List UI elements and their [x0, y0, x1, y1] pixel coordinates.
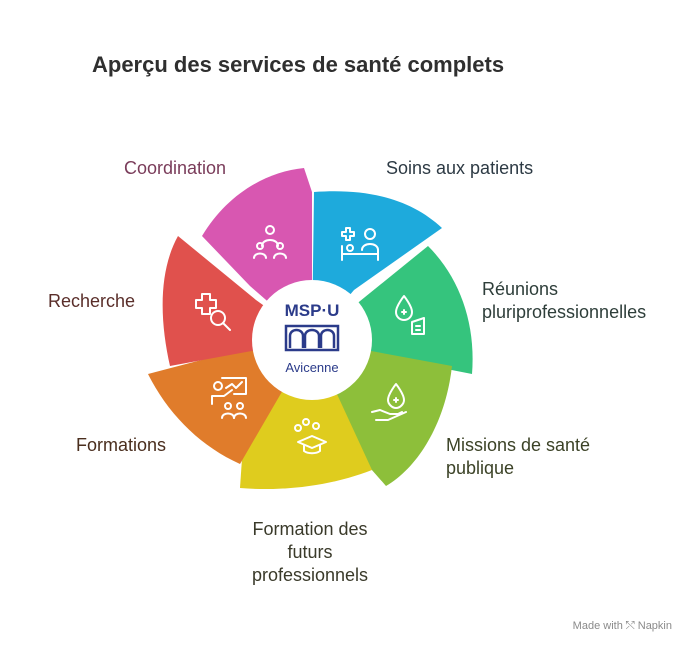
graduation-cap-icon	[294, 418, 327, 455]
logo-text-top: MSP·U	[285, 301, 340, 320]
label-coordination: Coordination	[124, 158, 227, 178]
label-missions: Missions de santé publique	[446, 434, 646, 480]
care-hand-icon	[371, 383, 407, 421]
teacher-board-icon	[211, 377, 247, 419]
center-circle	[252, 280, 372, 400]
segment-soins[interactable]	[312, 191, 442, 340]
label-recherche: Recherche	[48, 291, 136, 311]
label-reunions: Réunions pluriprofessionnelles	[482, 278, 682, 324]
logo-text-bottom: Avicenne	[285, 360, 338, 375]
label-formations: Formations	[76, 435, 167, 455]
label-line: publique	[446, 458, 515, 478]
label-line: Réunions	[482, 279, 559, 299]
logo-arches-icon	[284, 324, 340, 352]
label-soins-aux-patients: Soins aux patients	[386, 158, 534, 178]
medical-search-icon	[195, 293, 231, 331]
napkin-logo-icon: ⤲	[625, 620, 635, 632]
label-line: pluriprofessionnelles	[482, 302, 647, 322]
label-formation-futurs: Formation des futurs professionnels	[230, 518, 390, 587]
label-line: Missions de santé	[446, 435, 591, 455]
label-line: Formation des	[252, 519, 368, 539]
footer-prefix: Made with	[572, 620, 623, 632]
footer-brand: Napkin	[637, 620, 672, 632]
meeting-people-icon	[253, 225, 287, 259]
label-line: professionnels	[251, 565, 369, 585]
page-title: Aperçu des services de santé complets	[92, 52, 505, 77]
made-with-napkin[interactable]: Made with ⤲ Napkin	[573, 620, 672, 633]
health-building-icon	[395, 295, 425, 335]
patient-bed-icon	[341, 227, 379, 261]
label-line: futurs	[287, 542, 333, 562]
